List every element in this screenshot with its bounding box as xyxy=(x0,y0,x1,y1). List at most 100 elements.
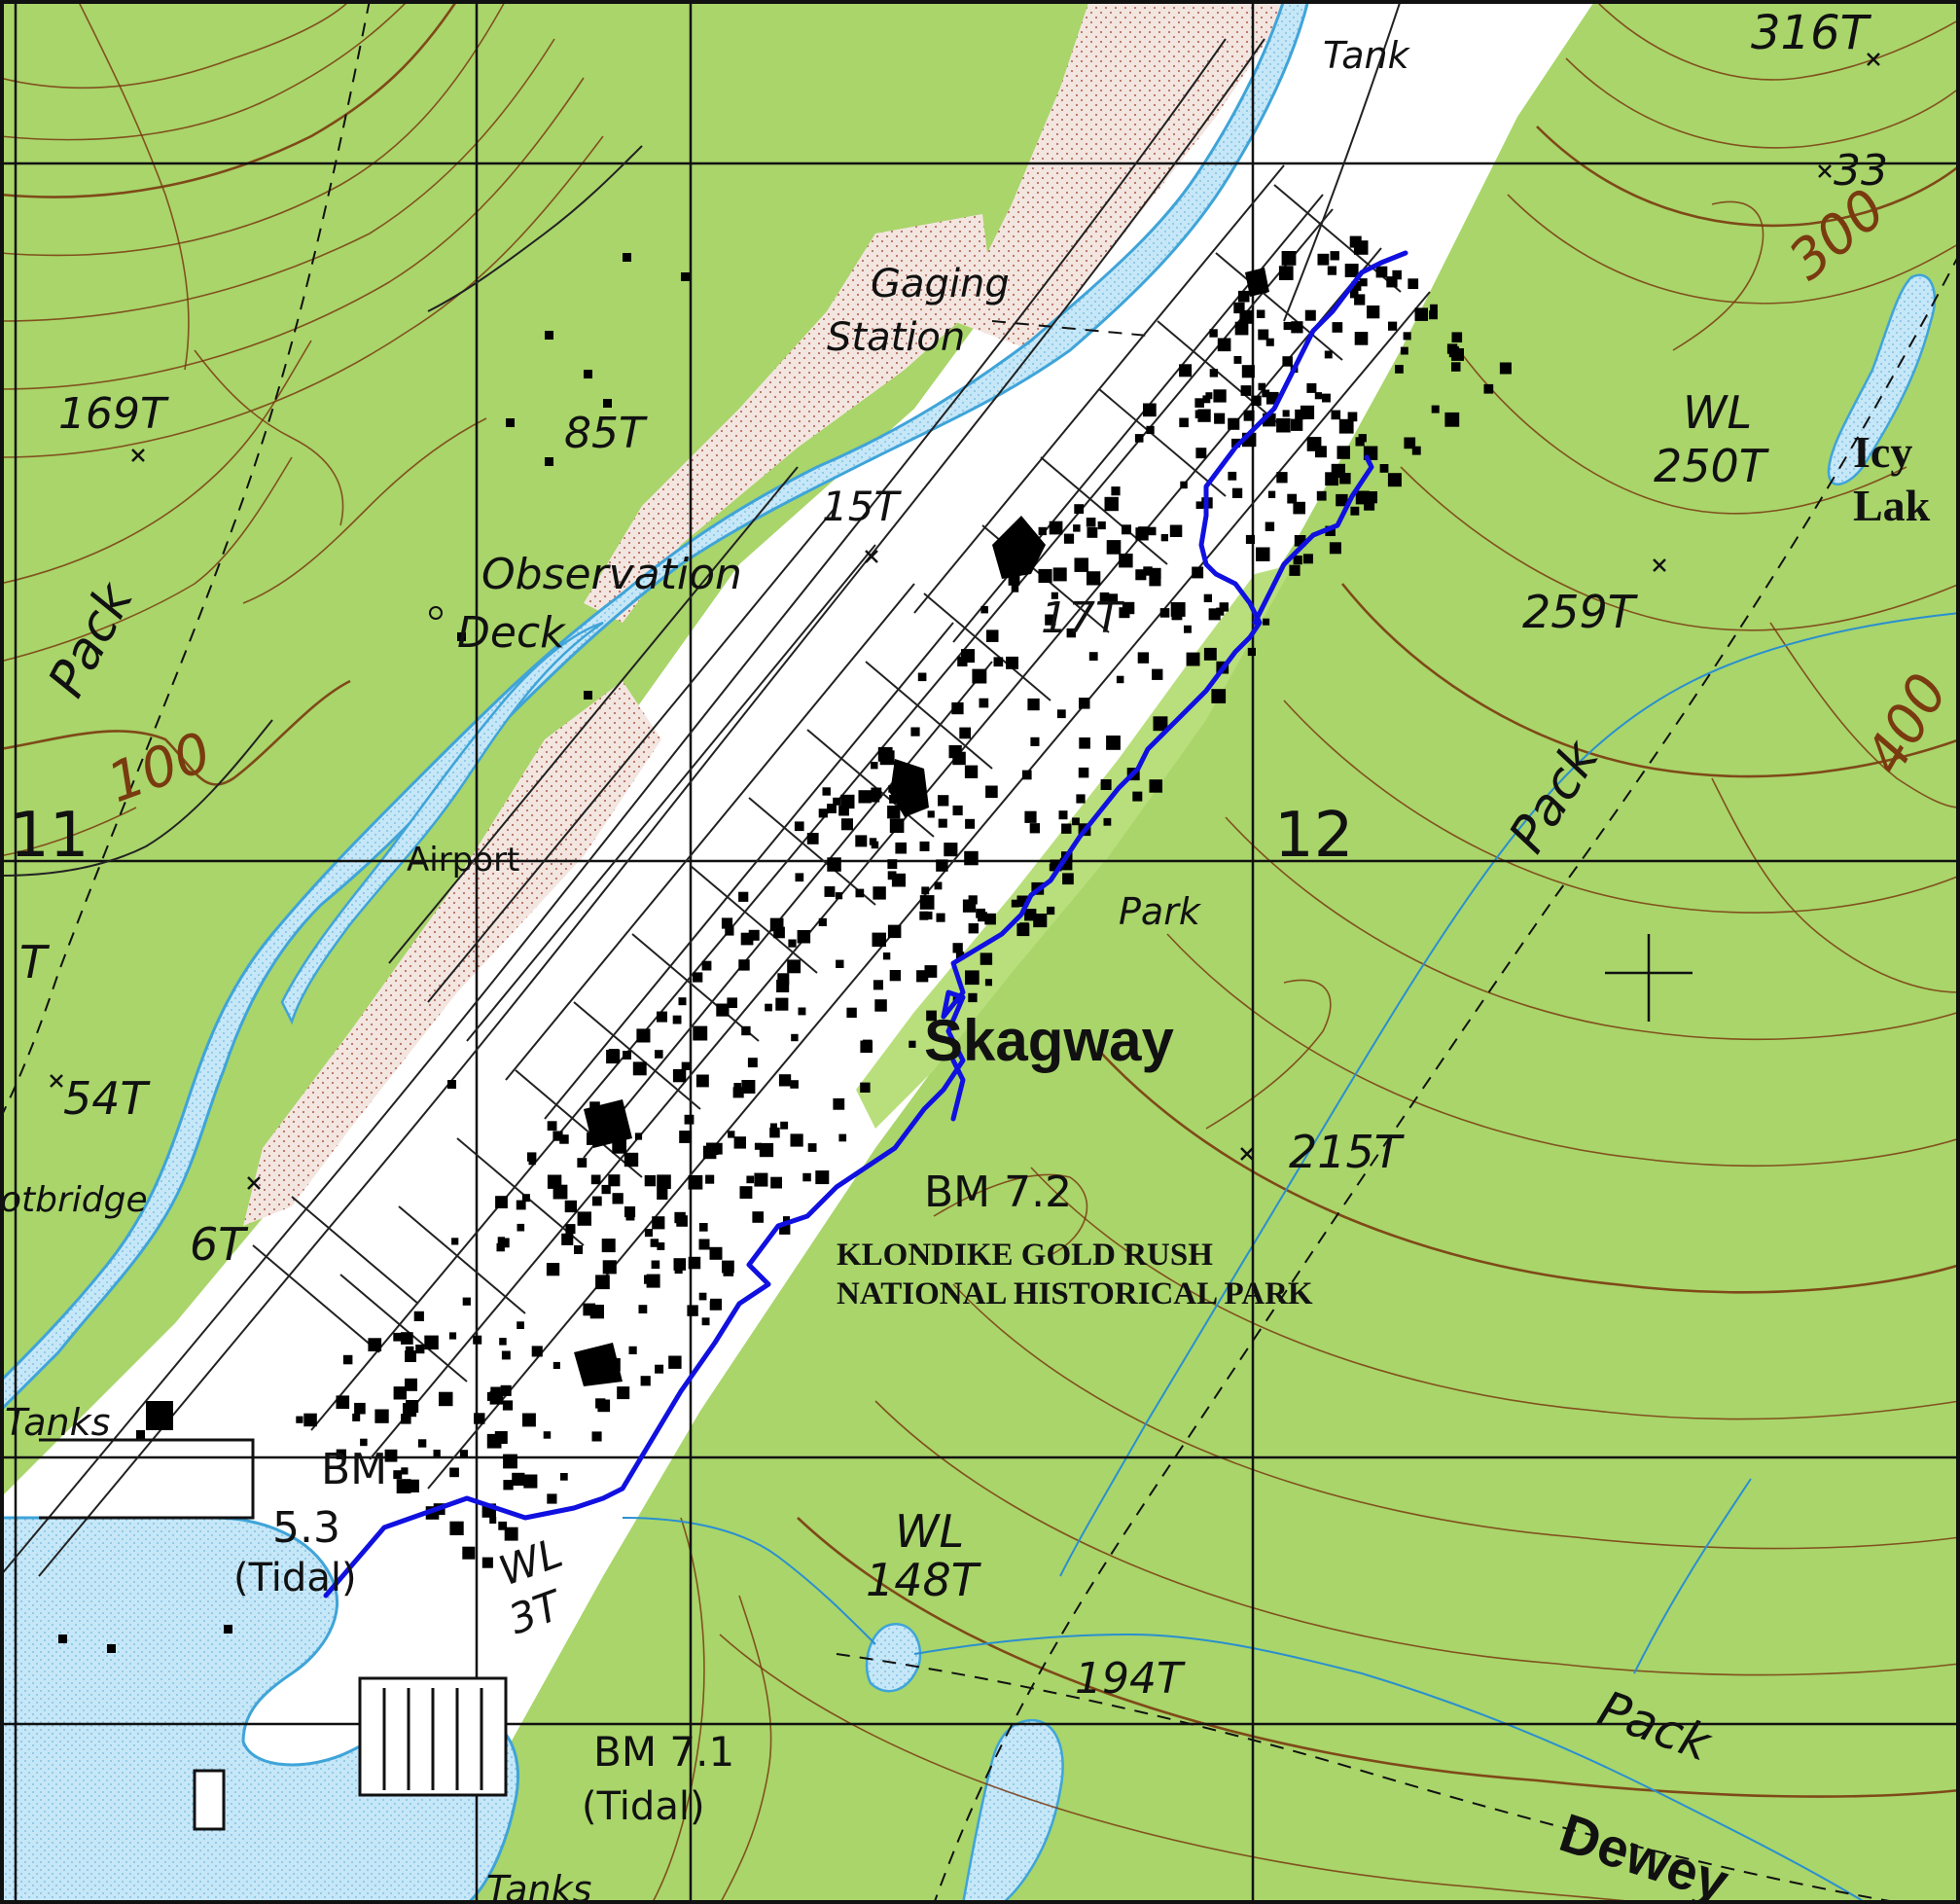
building-marker-icon xyxy=(1011,585,1019,593)
label-footbridge: otbridge xyxy=(0,1180,148,1220)
building-marker-icon xyxy=(863,1039,873,1049)
building-marker-icon xyxy=(1295,409,1305,420)
contours-west xyxy=(0,0,604,857)
building-marker-icon xyxy=(406,1479,419,1492)
building-marker-icon xyxy=(1408,278,1419,289)
streams xyxy=(622,612,1960,1904)
label-elev-194: 194T xyxy=(1075,1654,1186,1704)
building-marker-icon xyxy=(746,1175,755,1184)
building-marker-icon xyxy=(802,1172,811,1182)
building-marker-icon xyxy=(547,1493,557,1504)
buildings xyxy=(58,235,1512,1653)
building-marker-icon xyxy=(1103,817,1112,826)
building-marker-icon xyxy=(136,1430,145,1439)
building-marker-icon xyxy=(1233,302,1245,314)
building-marker-icon xyxy=(985,785,998,799)
label-elev-215: 215T xyxy=(1289,1126,1406,1178)
building-marker-icon xyxy=(1076,794,1086,804)
building-marker-icon xyxy=(1030,736,1040,746)
label-elev-85: 85T xyxy=(564,409,648,458)
building-marker-icon xyxy=(1122,524,1131,535)
building-marker-icon xyxy=(1078,767,1089,778)
building-marker-icon xyxy=(934,881,943,890)
building-marker-icon xyxy=(909,1040,916,1048)
building-marker-icon xyxy=(352,1413,361,1421)
building-marker-icon xyxy=(910,727,920,736)
building-marker-icon xyxy=(474,1413,485,1424)
building-marker-icon xyxy=(481,1557,493,1568)
building-marker-icon xyxy=(457,632,466,641)
building-marker-icon xyxy=(1367,305,1380,319)
building-marker-icon xyxy=(1245,534,1255,544)
label-elev-169: 169T xyxy=(58,389,169,439)
building-marker-icon xyxy=(360,1438,368,1447)
building-marker-icon xyxy=(584,370,592,378)
building-marker-icon xyxy=(503,1480,514,1491)
building-marker-icon xyxy=(424,1335,439,1350)
building-marker-icon xyxy=(964,850,979,866)
building-marker-icon xyxy=(778,1074,792,1087)
building-marker-icon xyxy=(965,818,976,829)
building-marker-icon xyxy=(1119,554,1133,568)
building-marker-icon xyxy=(1099,592,1110,602)
building-marker-icon xyxy=(993,657,1004,667)
building-marker-icon xyxy=(1322,393,1331,403)
building-marker-icon xyxy=(336,1449,346,1459)
benchmark-cross-icons xyxy=(50,53,1880,1190)
walking-route-spur-2 xyxy=(950,1058,966,1122)
building-marker-icon xyxy=(1186,652,1200,666)
building-marker-icon xyxy=(617,1386,630,1400)
building-marker-icon xyxy=(547,1121,557,1132)
building-marker-icon xyxy=(1265,521,1275,531)
building-marker-icon xyxy=(1392,269,1402,280)
building-marker-icon xyxy=(722,1260,734,1274)
building-marker-icon xyxy=(754,1142,762,1150)
building-marker-icon xyxy=(806,833,819,844)
building-marker-icon xyxy=(1184,625,1192,633)
label-bm-53-1: BM xyxy=(321,1445,387,1494)
building-marker-icon xyxy=(1087,571,1101,586)
building-marker-icon xyxy=(638,1305,648,1313)
building-marker-icon xyxy=(1314,392,1322,400)
building-marker-icon xyxy=(499,1238,510,1248)
building-marker-icon xyxy=(1499,362,1512,375)
building-marker-icon xyxy=(1317,253,1330,266)
building-marker-icon xyxy=(709,1246,723,1260)
building-marker-icon xyxy=(393,1332,402,1342)
building-marker-icon xyxy=(522,1413,536,1427)
building-marker-icon xyxy=(655,1364,664,1374)
building-marker-icon xyxy=(728,1131,735,1138)
building-marker-icon xyxy=(393,1470,403,1480)
building-marker-icon xyxy=(765,1003,772,1012)
building-marker-icon xyxy=(632,1061,647,1076)
building-marker-icon xyxy=(1387,473,1402,487)
building-marker-icon xyxy=(591,1196,602,1206)
building-marker-icon xyxy=(1072,817,1080,826)
building-marker-icon xyxy=(705,1174,715,1184)
building-marker-icon xyxy=(449,1467,459,1478)
building-marker-icon xyxy=(462,1546,476,1560)
building-marker-icon xyxy=(1336,446,1350,459)
building-marker-icon xyxy=(1104,496,1119,512)
building-marker-icon xyxy=(1256,547,1270,561)
building-marker-icon xyxy=(1195,501,1204,509)
building-marker-icon xyxy=(815,1170,830,1185)
building-marker-icon xyxy=(1332,322,1343,333)
building-marker-icon xyxy=(1058,810,1068,820)
building-marker-icon xyxy=(672,1068,687,1083)
label-bm-53-2: 5.3 xyxy=(272,1503,340,1553)
building-marker-icon xyxy=(892,929,901,938)
building-marker-icon xyxy=(807,1143,817,1152)
building-marker-icon xyxy=(1011,899,1019,908)
label-bm-53-3: (Tidal) xyxy=(233,1556,357,1600)
label-tank: Tank xyxy=(1323,34,1411,77)
building-marker-icon xyxy=(1016,895,1029,908)
building-marker-icon xyxy=(672,1015,682,1024)
building-marker-icon xyxy=(1073,524,1081,532)
building-marker-icon xyxy=(701,1317,710,1326)
building-marker-icon xyxy=(1149,574,1161,587)
building-marker-icon xyxy=(512,1472,525,1486)
building-marker-icon xyxy=(496,1242,505,1252)
building-marker-icon xyxy=(927,810,935,818)
building-marker-icon xyxy=(1203,647,1217,661)
